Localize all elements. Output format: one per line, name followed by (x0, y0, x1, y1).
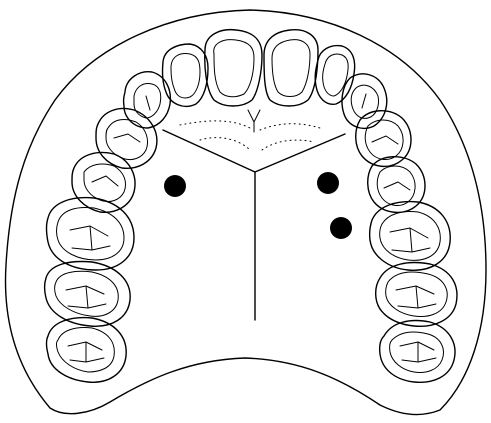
rugae-line-left (163, 130, 255, 172)
tooth-second-molar-right (376, 263, 457, 327)
tooth-first-molar-right (370, 202, 451, 271)
marker-right-lower (330, 217, 352, 239)
incisive-papilla (248, 110, 260, 132)
tooth-lateral-incisor-left (162, 44, 208, 106)
markers (164, 172, 352, 239)
rugae-dots (180, 121, 320, 150)
tooth-central-incisor-left (205, 30, 262, 106)
cast-outline (5, 10, 486, 415)
marker-left (164, 175, 186, 197)
tooth-central-incisor-right (264, 30, 318, 106)
tooth-second-premolar-left (72, 153, 135, 213)
tooth-third-molar-right (380, 321, 455, 383)
tooth-second-molar-left (45, 262, 131, 327)
tooth-lateral-incisor-right (315, 46, 355, 105)
tooth-third-molar-left (47, 318, 127, 383)
teeth (45, 30, 457, 383)
palate-lines (163, 110, 345, 320)
marker-right-upper (317, 172, 339, 194)
